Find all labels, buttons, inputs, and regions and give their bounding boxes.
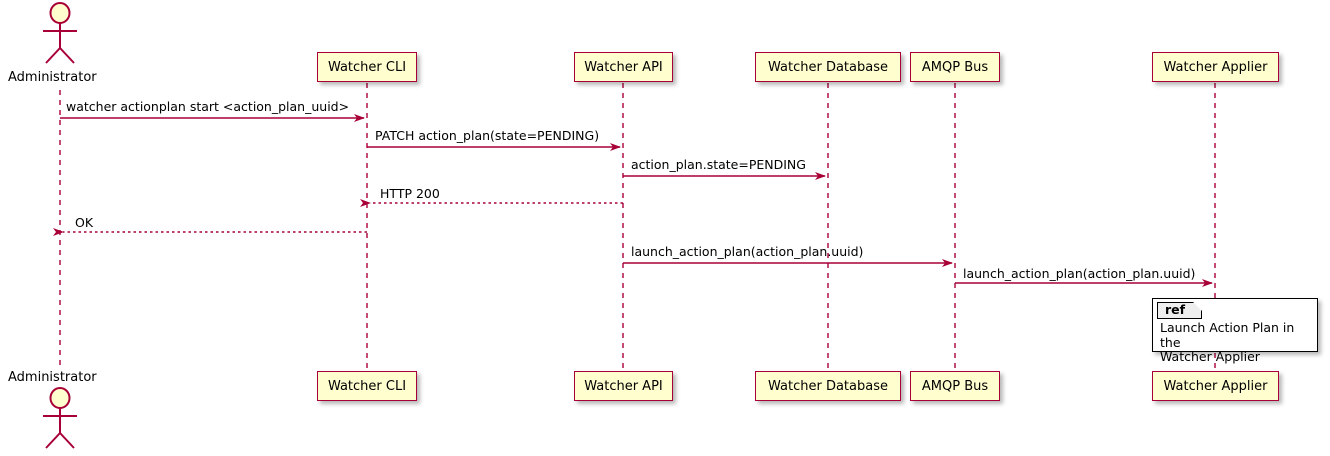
participant-label: Watcher CLI <box>327 378 407 394</box>
message-label-5: OK <box>75 215 94 230</box>
participant-amqp-bus-top[interactable]: AMQP Bus <box>910 52 1000 82</box>
participant-label: Watcher API <box>584 59 663 75</box>
ref-fragment[interactable]: ref Launch Action Plan in the Watcher Ap… <box>1152 298 1318 364</box>
participant-label: Watcher Database <box>768 378 888 394</box>
message-label-2: PATCH action_plan(state=PENDING) <box>375 128 600 143</box>
actor-label-bottom: Administrator <box>8 370 97 385</box>
ref-keyword-tab: ref <box>1157 302 1202 319</box>
participant-label: Watcher Applier <box>1163 378 1268 394</box>
participant-watcher-api-top[interactable]: Watcher API <box>574 52 673 82</box>
participant-label: AMQP Bus <box>921 59 989 75</box>
participant-watcher-applier-top[interactable]: Watcher Applier <box>1152 52 1279 82</box>
message-label-3: action_plan.state=PENDING <box>631 157 806 172</box>
participant-label: Watcher API <box>584 378 663 394</box>
participant-watcher-cli-top[interactable]: Watcher CLI <box>317 52 417 82</box>
message-label-1: watcher actionplan start <action_plan_uu… <box>66 99 350 114</box>
actor-label-top: Administrator <box>8 70 97 85</box>
actor-figure-top <box>43 2 77 64</box>
participant-watcher-database-bottom[interactable]: Watcher Database <box>755 371 901 401</box>
participant-label: Watcher Applier <box>1163 59 1268 75</box>
message-label-4: HTTP 200 <box>380 186 440 201</box>
participant-label: Watcher Database <box>768 59 888 75</box>
ref-fragment-text: Launch Action Plan in the Watcher Applie… <box>1160 320 1295 364</box>
participant-watcher-cli-bottom[interactable]: Watcher CLI <box>317 371 417 401</box>
participant-label: Watcher CLI <box>327 59 407 75</box>
participant-watcher-database-top[interactable]: Watcher Database <box>755 52 901 82</box>
message-label-7: launch_action_plan(action_plan.uuid) <box>963 266 1196 281</box>
message-label-6: launch_action_plan(action_plan.uuid) <box>631 244 864 259</box>
actor-figure-bottom <box>43 387 77 449</box>
participant-watcher-api-bottom[interactable]: Watcher API <box>574 371 673 401</box>
participant-amqp-bus-bottom[interactable]: AMQP Bus <box>910 371 1000 401</box>
participant-label: AMQP Bus <box>921 378 989 394</box>
participant-watcher-applier-bottom[interactable]: Watcher Applier <box>1152 371 1279 401</box>
